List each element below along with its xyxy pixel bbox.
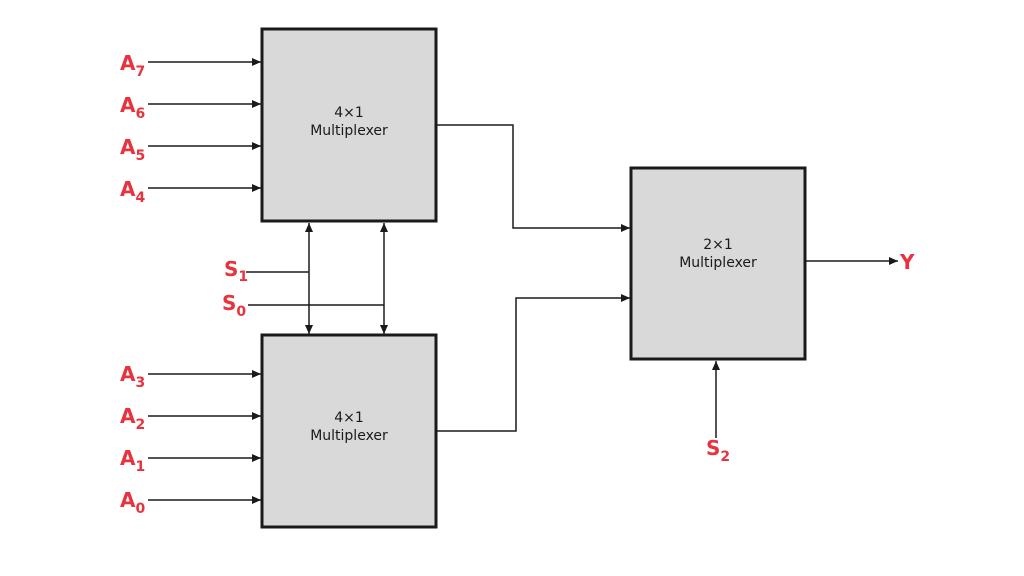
mux-right-line1: 2×1	[703, 237, 733, 253]
wire-bottom-mux-output	[437, 294, 630, 432]
mux-right: 2×1 Multiplexer	[629, 166, 807, 361]
mux-bottom-line1: 4×1	[334, 410, 364, 426]
label-a0: A0	[120, 488, 145, 517]
label-a1: A1	[120, 446, 145, 475]
label-s1: S1	[224, 257, 248, 285]
label-a2: A2	[120, 404, 145, 433]
label-a5: A5	[120, 135, 145, 164]
label-output-y: Y	[899, 250, 915, 274]
mux-right-box	[629, 166, 807, 361]
mux-bottom: 4×1 Multiplexer	[260, 333, 438, 529]
mux-top: 4×1 Multiplexer	[260, 27, 438, 223]
mux-bottom-box	[260, 333, 438, 529]
wire-top-mux-output	[437, 124, 630, 232]
mux-top-line2: Multiplexer	[310, 123, 388, 139]
label-a6: A6	[120, 93, 145, 122]
label-a4: A4	[120, 177, 145, 206]
label-s2: S2	[706, 436, 730, 465]
label-s0: S0	[222, 291, 246, 320]
label-a7: A7	[120, 51, 145, 80]
mux-bottom-line2: Multiplexer	[310, 428, 388, 444]
mux-top-line1: 4×1	[334, 105, 364, 121]
mux-top-box	[260, 27, 438, 223]
mux-right-line2: Multiplexer	[679, 255, 757, 271]
label-a3: A3	[120, 362, 145, 391]
